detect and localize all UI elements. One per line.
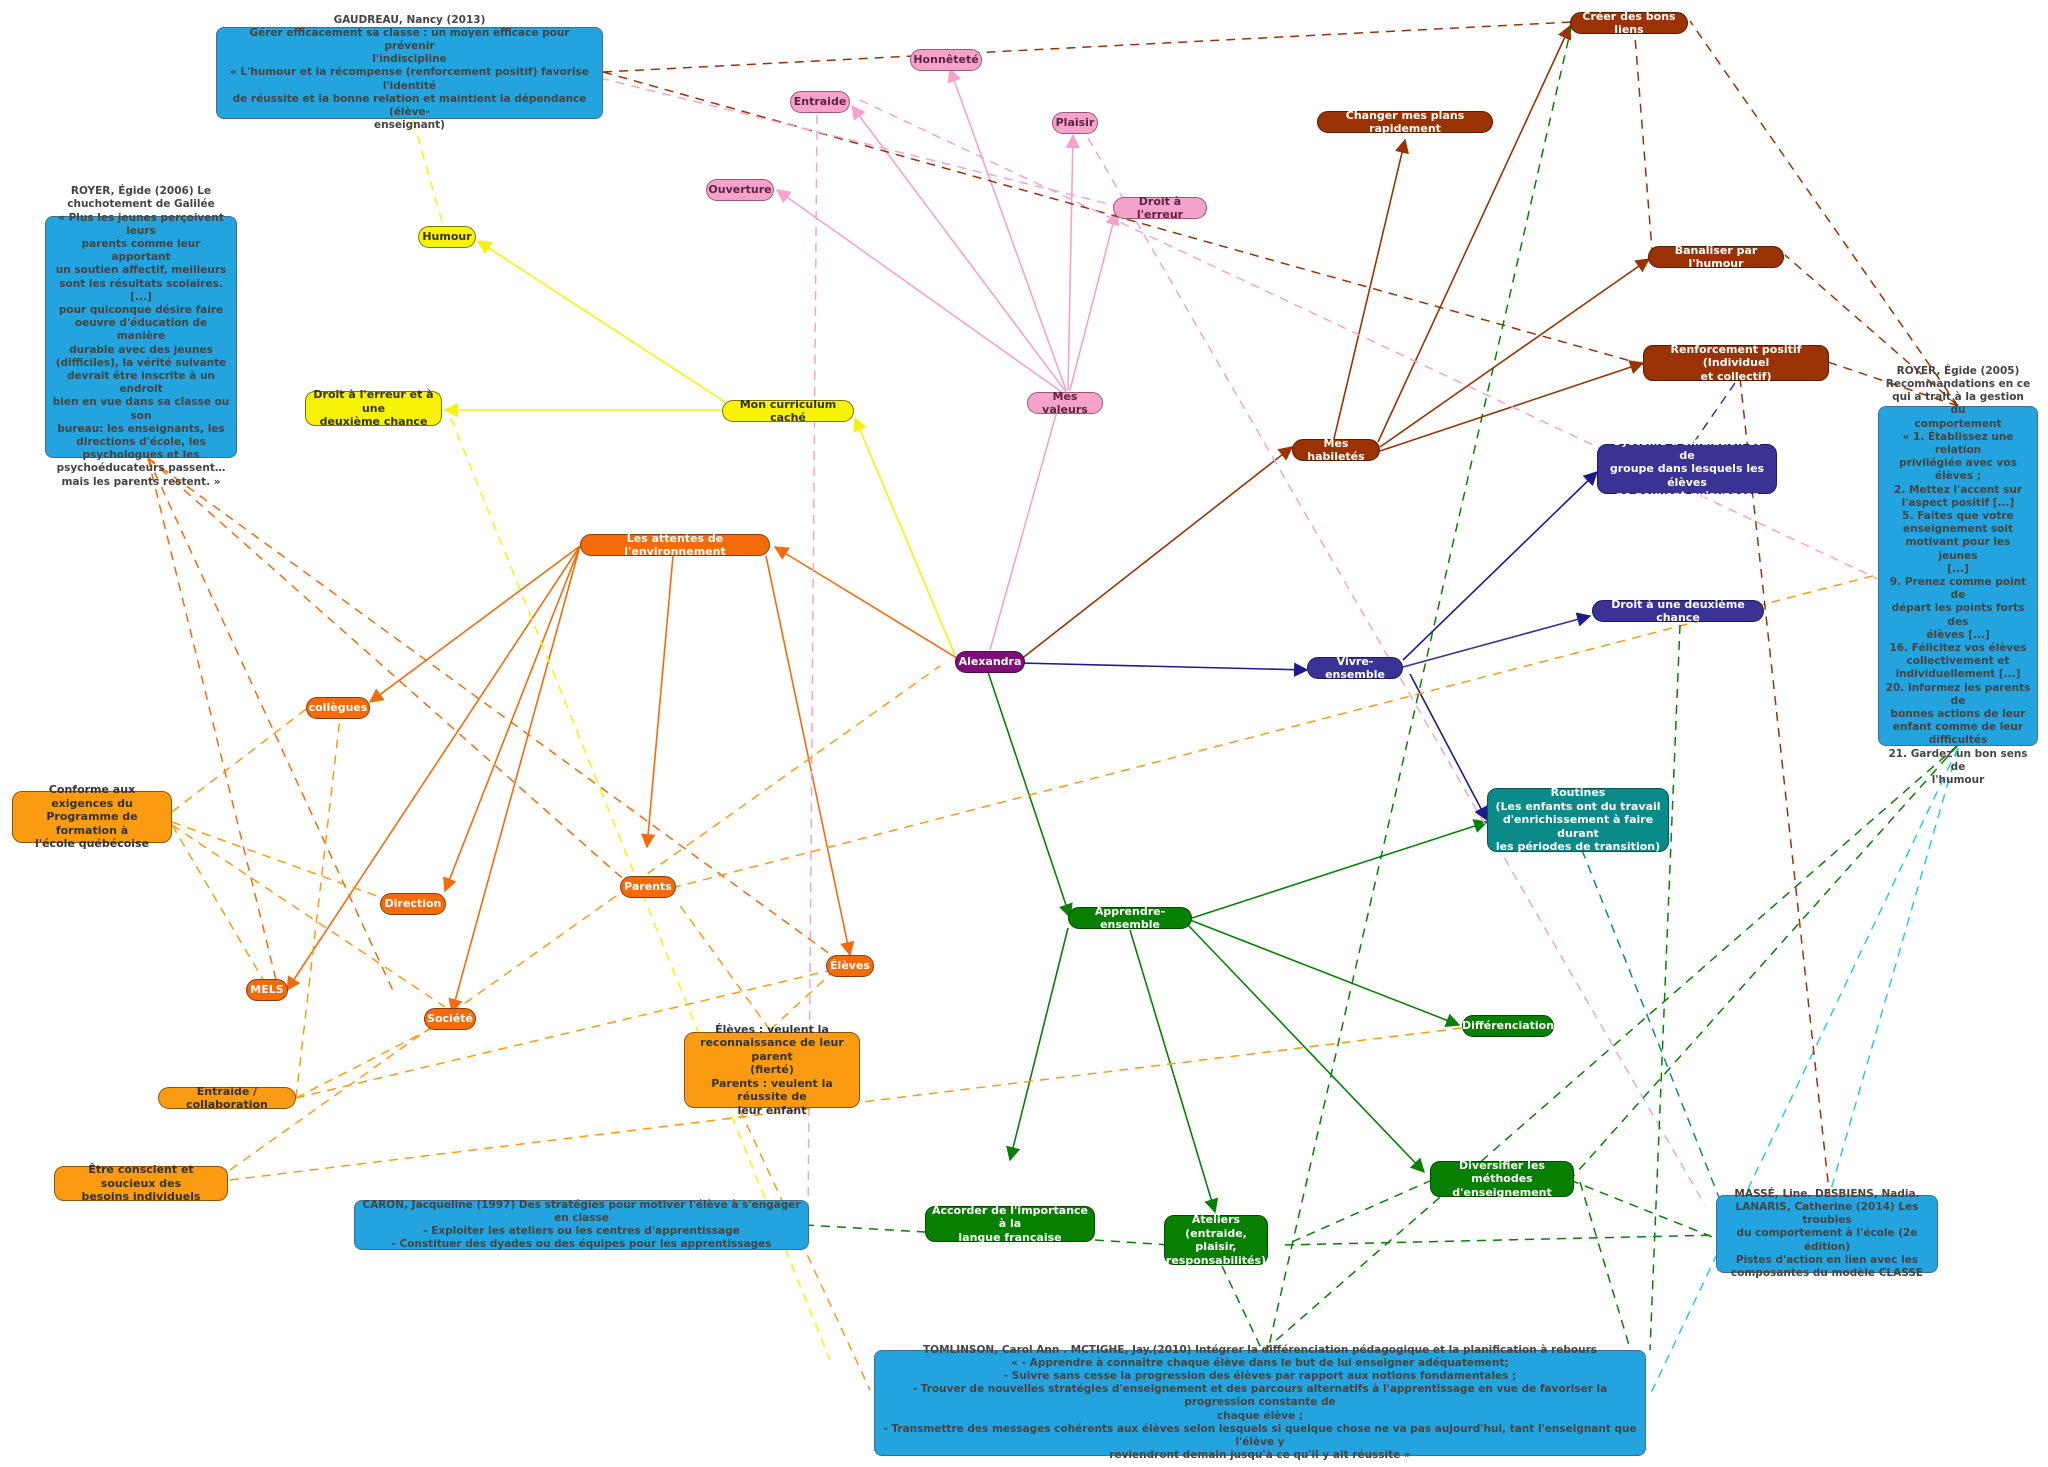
dashed-relations (147, 20, 1959, 1396)
node-mes-valeurs[interactable]: Mes valeurs (1027, 390, 1103, 416)
node-etre-conscient[interactable]: Être conscient et soucieux des besoins i… (54, 1163, 228, 1203)
node-creer-liens[interactable]: Créer des bons liens (1570, 10, 1688, 36)
node-parents[interactable]: Parents (620, 876, 676, 898)
node-societe[interactable]: Société (424, 1008, 476, 1030)
node-curriculum-cache[interactable]: Mon curriculum caché (722, 398, 854, 424)
node-banaliser-humour[interactable]: Banaliser par l'humour (1648, 244, 1784, 270)
ref-gaudreau[interactable]: GAUDREAU, Nancy (2013) Gérer efficacemen… (216, 14, 603, 131)
node-honnetete[interactable]: Honnêteté (910, 49, 982, 71)
node-apprendre-ensemble[interactable]: Apprendre-ensemble (1068, 905, 1192, 931)
node-humour[interactable]: Humour (418, 226, 476, 248)
node-diversifier-methodes[interactable]: Diversifier les méthodes d'enseignement (1430, 1159, 1574, 1199)
node-eleves-parents[interactable]: Élèves : veulent la reconnaissance de le… (684, 1023, 860, 1117)
node-collegues[interactable]: collègues (306, 697, 370, 719)
node-entraide[interactable]: Entraide (790, 91, 850, 113)
node-ateliers[interactable]: Ateliers (entraide, plaisir, responsabil… (1164, 1213, 1268, 1267)
node-droit-deuxieme-chance[interactable]: Droit à une deuxième chance (1592, 598, 1764, 624)
ref-royer-2006[interactable]: ROYER, Égide (2006) Le chuchotement de G… (45, 185, 237, 488)
ref-masse[interactable]: MASSÉ, Line. DESBIENS, Nadia. LANARIS, C… (1716, 1188, 1938, 1279)
node-mels[interactable]: MELS (246, 979, 288, 1001)
node-direction[interactable]: Direction (380, 893, 446, 915)
node-changer-plans[interactable]: Changer mes plans rapidement (1317, 109, 1493, 135)
node-conforme-programme[interactable]: Conforme aux exigences du Programme de f… (12, 783, 172, 850)
node-ouverture[interactable]: Ouverture (706, 179, 774, 201)
node-vivre-ensemble[interactable]: Vivre-ensemble (1307, 655, 1403, 681)
node-routines[interactable]: Routines (Les enfants ont du travail d'e… (1487, 786, 1669, 853)
node-droit-erreur-chance[interactable]: Droit à l'erreur et à une deuxième chanc… (305, 388, 442, 428)
ref-tomlinson[interactable]: TOMLINSON, Carol Ann . MCTIGHE, Jay.(201… (874, 1344, 1646, 1461)
node-differenciation[interactable]: Différenciation (1462, 1015, 1554, 1037)
ref-royer-2005[interactable]: ROYER, Égide (2005) Recommandations en c… (1878, 365, 2038, 786)
node-droit-erreur[interactable]: Droit à l'erreur (1113, 195, 1207, 221)
node-mes-habiletes[interactable]: Mes habiletés (1292, 437, 1380, 463)
node-systeme-emulation[interactable]: Système d'émulation et de groupe dans le… (1597, 435, 1777, 502)
node-eleves[interactable]: Élèves (826, 955, 874, 977)
node-plaisir[interactable]: Plaisir (1052, 112, 1098, 134)
node-accorder-langue[interactable]: Accorder de l'importance à la langue fra… (925, 1204, 1095, 1244)
node-renforcement-positif[interactable]: Renforcement positif (Individuel et coll… (1643, 343, 1829, 383)
node-attentes-environnement[interactable]: Les attentes de l'environnement (580, 532, 770, 558)
node-entraide-collaboration[interactable]: Entraide / collaboration (158, 1085, 296, 1111)
solid-arrows (286, 24, 1651, 1214)
node-alexandra[interactable]: Alexandra (955, 651, 1025, 673)
ref-caron[interactable]: CARON, Jacqueline (1997) Des stratégies … (354, 1199, 809, 1250)
